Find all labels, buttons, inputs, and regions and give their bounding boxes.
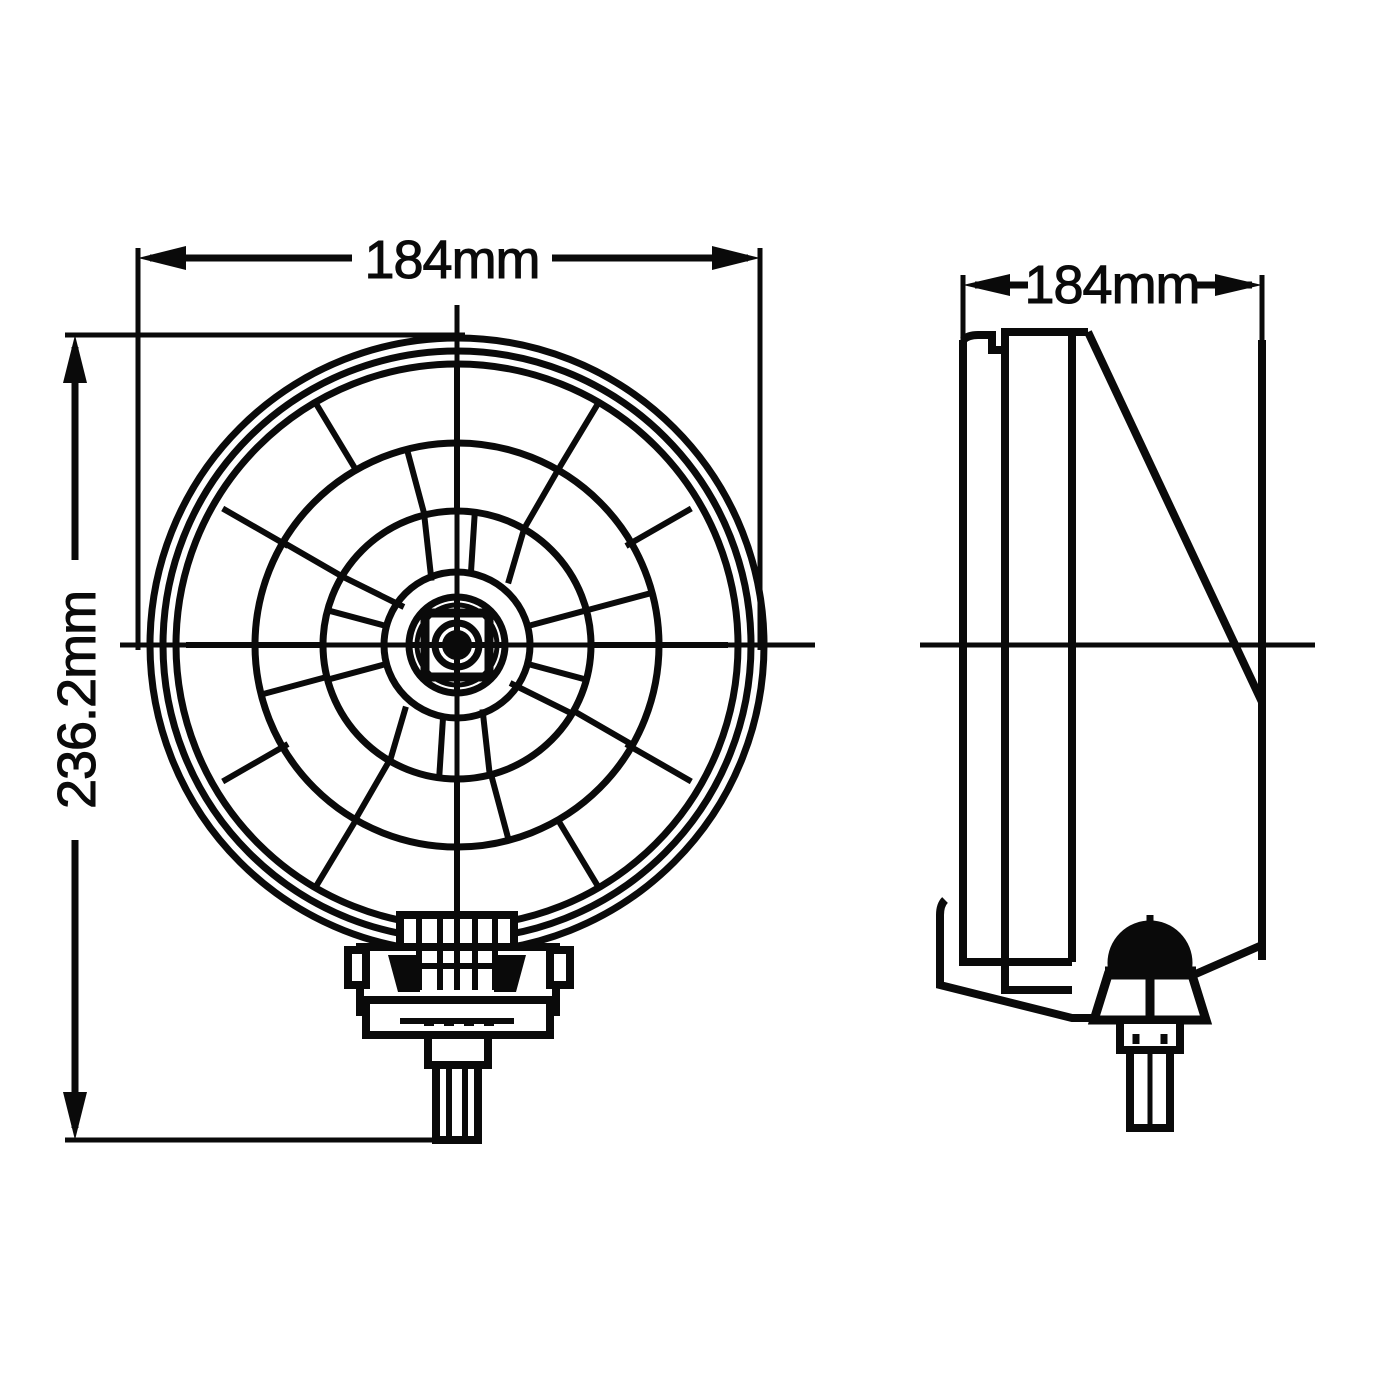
lens-divider bbox=[436, 716, 447, 777]
arrowhead-left bbox=[138, 246, 186, 270]
side-mount-bracket bbox=[936, 897, 1095, 1022]
lens-divider bbox=[326, 607, 388, 629]
bracket-dot bbox=[484, 1018, 494, 1026]
lens-mid-band-dividers bbox=[255, 443, 659, 847]
bolt-left bbox=[344, 946, 370, 989]
lens-ring-boundary-inner bbox=[380, 568, 534, 722]
lens-divider bbox=[421, 514, 435, 582]
lens-divider bbox=[479, 708, 493, 776]
side-housing-profile bbox=[959, 328, 1266, 1022]
lens-divider bbox=[282, 540, 345, 580]
bracket-wedge-left bbox=[388, 955, 420, 992]
lens-divider bbox=[387, 705, 409, 763]
dimension-side-width: 184mm bbox=[960, 255, 1265, 345]
lens-hub bbox=[405, 593, 509, 697]
housing-taper-upper bbox=[1084, 330, 1266, 704]
side-stud-nut bbox=[1116, 1016, 1184, 1054]
side-swivel-assembly bbox=[1087, 915, 1213, 1132]
side-arrowhead-left bbox=[963, 274, 1010, 296]
arrowhead-right bbox=[712, 246, 760, 270]
stud-nut bbox=[424, 1031, 492, 1069]
dimension-label-front-width: 184mm bbox=[364, 230, 539, 290]
front-bracket-shading bbox=[388, 955, 526, 1026]
threaded-stud bbox=[432, 1061, 482, 1144]
lens-divider bbox=[508, 680, 573, 716]
lens-divider bbox=[585, 589, 653, 614]
lens-divider bbox=[403, 448, 428, 516]
lens-divider bbox=[624, 505, 693, 549]
bolt-right bbox=[546, 946, 574, 989]
lens-divider bbox=[313, 402, 359, 472]
side-view bbox=[920, 328, 1315, 1132]
lens-divider bbox=[487, 771, 511, 839]
front-view bbox=[120, 305, 815, 1144]
dimension-front-width: 184mm bbox=[135, 230, 763, 650]
mount-bracket-step bbox=[1001, 960, 1072, 994]
lens-divider bbox=[521, 468, 561, 531]
bracket-wedge-right bbox=[494, 955, 526, 992]
front-bracket-detail-lines bbox=[400, 915, 514, 1140]
lens-divider bbox=[341, 574, 406, 610]
bracket-base-plate bbox=[362, 996, 554, 1039]
lens-divider bbox=[354, 756, 394, 819]
lens-outer-band-dividers bbox=[186, 364, 728, 926]
lens-divider bbox=[526, 661, 588, 683]
arrowhead-top bbox=[63, 335, 87, 383]
bracket-dot bbox=[424, 1018, 434, 1026]
side-arrowhead-right bbox=[1215, 274, 1262, 296]
lens-divider bbox=[313, 818, 359, 888]
lens-divider bbox=[467, 513, 478, 574]
lens-divider bbox=[505, 527, 527, 585]
lens-divider bbox=[624, 741, 693, 785]
lens-divider bbox=[262, 673, 330, 697]
mount-bracket-inner bbox=[959, 935, 1072, 966]
dimension-label-front-height: 236.2mm bbox=[47, 591, 107, 809]
dimension-front-height: 236.2mm bbox=[47, 332, 465, 1143]
arrowhead-bottom bbox=[63, 1092, 87, 1140]
nut-thread-marks bbox=[1132, 1034, 1168, 1044]
lens-divider bbox=[555, 818, 601, 888]
bracket-dot bbox=[464, 1018, 474, 1026]
lens-divider bbox=[221, 741, 290, 785]
lens-divider bbox=[326, 661, 388, 683]
lens-divider bbox=[570, 707, 633, 747]
lens-divider bbox=[221, 505, 290, 549]
bracket-dot bbox=[444, 1018, 454, 1026]
lens-divider bbox=[555, 402, 601, 472]
dimension-label-side-width: 184mm bbox=[1024, 255, 1199, 315]
lens-inner-band-dividers bbox=[326, 513, 588, 777]
mount-bracket-arm bbox=[936, 897, 1095, 1022]
lens-divider bbox=[526, 607, 588, 629]
